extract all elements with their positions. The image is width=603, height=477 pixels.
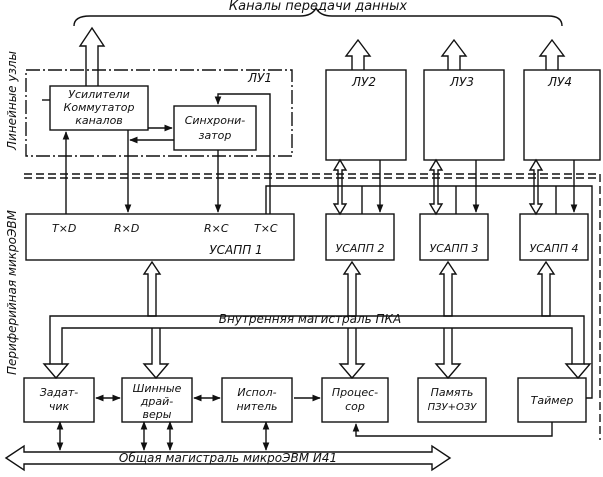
link-usapp4-bus xyxy=(536,260,556,317)
lu4-label: ЛУ4 xyxy=(547,75,572,89)
usapp1-box xyxy=(25,213,295,261)
link-bus-memory xyxy=(434,328,462,380)
channel-arrow-lu1 xyxy=(78,26,106,86)
usapp3-box xyxy=(419,213,489,261)
line-txc xyxy=(214,93,271,214)
processor-line-2: сор xyxy=(345,400,365,413)
processor-box xyxy=(321,377,389,423)
channels-label: Каналы передачи данных xyxy=(229,0,408,14)
link-bus-processor xyxy=(338,328,366,380)
executor-box xyxy=(221,377,293,423)
sync-line-1: Синхрони- xyxy=(185,114,246,127)
memory-box xyxy=(417,377,487,423)
link-bus-zadatchik xyxy=(42,363,70,380)
link-bus-timer xyxy=(564,363,592,380)
processor-line-1: Процес- xyxy=(332,386,378,399)
usapp4-label: УСАПП 4 xyxy=(530,242,579,255)
channel-arrow-lu4 xyxy=(538,38,566,70)
usapp2-label: УСАПП 2 xyxy=(336,242,385,255)
link-usapp3-bus xyxy=(438,260,458,317)
link-usapp1-bus xyxy=(142,260,162,317)
usapp2-box xyxy=(325,213,395,261)
signal-rxc: R×C xyxy=(204,222,229,235)
usapp4-box xyxy=(519,213,589,261)
signal-rxd: R×D xyxy=(114,222,139,235)
drivers-line-2: драй- xyxy=(140,395,173,408)
drivers-line-1: Шинные xyxy=(133,382,182,395)
link-lu3-usapp3 xyxy=(428,158,444,216)
memory-line-2: ПЗУ+ОЗУ xyxy=(428,402,478,413)
channel-arrow-lu2 xyxy=(344,38,372,70)
link-usapp2-bus xyxy=(342,260,362,317)
common-bus xyxy=(4,444,452,472)
signal-txc: T×C xyxy=(254,222,278,235)
link-lu4-usapp4 xyxy=(528,158,544,216)
lu4-box xyxy=(523,69,601,161)
signal-txd: T×D xyxy=(52,222,76,235)
lu2-box xyxy=(325,69,407,161)
memory-line-1: Память xyxy=(431,386,474,399)
amplifiers-line-2: Коммутатор xyxy=(64,101,135,114)
lu3-label: ЛУ3 xyxy=(449,75,474,89)
amplifiers-line-3: каналов xyxy=(75,114,123,127)
channel-arrow-lu3 xyxy=(440,38,468,70)
sync-line-2: затор xyxy=(199,129,232,142)
usapp3-label: УСАПП 3 xyxy=(430,242,479,255)
lu1-label: ЛУ1 xyxy=(247,71,272,85)
link-lu2-usapp2 xyxy=(332,158,348,216)
zadatchik-line-1: Задат- xyxy=(40,386,79,399)
drivers-box xyxy=(121,377,193,423)
amplifiers-line-1: Усилители xyxy=(68,88,129,101)
timer-feedback-line xyxy=(265,185,593,399)
peripheral-label: Периферийная микроЭВМ xyxy=(5,209,19,375)
amplifiers-box xyxy=(49,85,149,131)
channels-brace xyxy=(73,6,563,27)
lu3-box xyxy=(423,69,505,161)
executor-line-1: Испол- xyxy=(237,386,276,399)
timer-label: Таймер xyxy=(531,394,574,407)
zadatchik-line-2: чик xyxy=(49,400,70,413)
internal-bus xyxy=(49,315,585,365)
processor-timer-line xyxy=(352,422,553,437)
line-nodes-label: Линейные узлы xyxy=(5,51,19,151)
internal-bus-label: Внутренняя магистраль ПКА xyxy=(219,312,402,326)
executor-line-2: нитель xyxy=(236,400,277,413)
usapp1-label: УСАПП 1 xyxy=(209,243,262,257)
drivers-line-3: веры xyxy=(143,408,172,421)
sync-box xyxy=(173,105,257,151)
common-bus-label: Общая магистраль микроЭВМ И41 xyxy=(119,451,337,465)
link-bus-drivers xyxy=(142,328,170,380)
lu2-label: ЛУ2 xyxy=(351,75,376,89)
lu1-box xyxy=(25,69,293,157)
